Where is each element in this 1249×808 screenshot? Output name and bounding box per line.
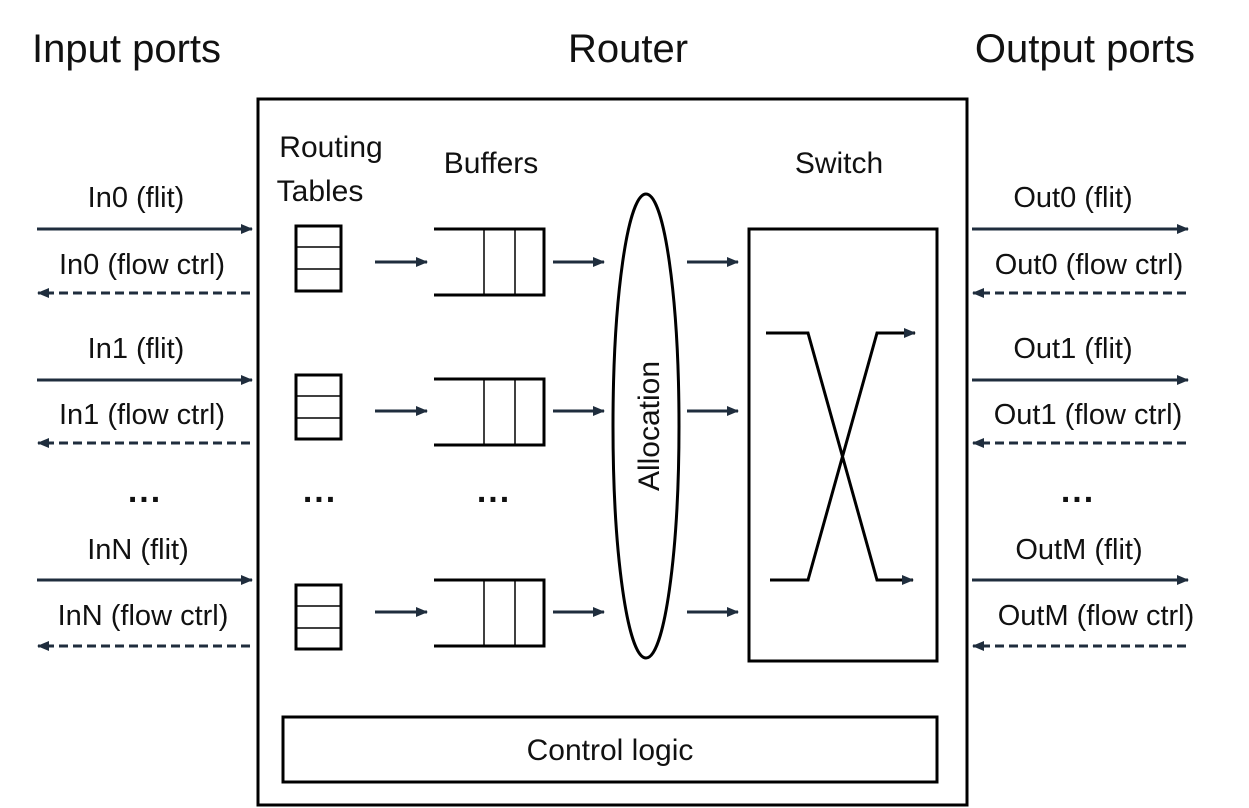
router-box bbox=[256, 97, 969, 807]
switch-label: Switch bbox=[795, 147, 883, 180]
input-n-flit-label: InN (flit) bbox=[87, 534, 189, 566]
allocation-label: Allocation bbox=[633, 361, 666, 491]
input-1-flow-ctrl-label: In1 (flow ctrl) bbox=[59, 399, 225, 431]
buffers-label: Buffers bbox=[444, 147, 539, 180]
output-0-flit-label: Out0 (flit) bbox=[1013, 182, 1132, 214]
output-ports-header: Output ports bbox=[975, 27, 1195, 71]
output-m-flit-label: OutM (flit) bbox=[1015, 534, 1142, 566]
routing-table-1 bbox=[294, 373, 343, 441]
buffer-n bbox=[434, 578, 546, 648]
output-ellipsis: ... bbox=[1061, 472, 1095, 510]
switch-box bbox=[747, 227, 939, 663]
allocation-ellipse bbox=[611, 192, 681, 660]
control-logic-box bbox=[281, 715, 939, 784]
buffer-1 bbox=[434, 377, 546, 447]
routing-table-0 bbox=[294, 224, 343, 293]
routing-table-n bbox=[294, 583, 343, 651]
routing-tables-label-line1: Routing bbox=[279, 131, 382, 164]
output-0-flow-ctrl-label: Out0 (flow ctrl) bbox=[995, 249, 1184, 281]
output-1-flit-label: Out1 (flit) bbox=[1013, 333, 1132, 365]
routing-tables-label-line2: Tables bbox=[277, 175, 364, 208]
switch-crossbar bbox=[766, 328, 916, 585]
input-0-flit-label: In0 (flit) bbox=[88, 182, 185, 214]
control-logic-label: Control logic bbox=[527, 734, 694, 767]
input-ellipsis: ... bbox=[128, 472, 162, 510]
router-header: Router bbox=[568, 27, 688, 71]
input-ports-header: Input ports bbox=[32, 27, 221, 71]
output-m-flow-ctrl-label: OutM (flow ctrl) bbox=[998, 600, 1195, 632]
routing-table-ellipsis: ... bbox=[303, 472, 337, 510]
output-1-flow-ctrl-label: Out1 (flow ctrl) bbox=[994, 399, 1183, 431]
buffer-0 bbox=[434, 227, 546, 297]
input-0-flow-ctrl-label: In0 (flow ctrl) bbox=[59, 249, 225, 281]
input-1-flit-label: In1 (flit) bbox=[88, 333, 185, 365]
buffer-ellipsis: ... bbox=[477, 472, 511, 510]
input-n-flow-ctrl-label: InN (flow ctrl) bbox=[58, 600, 229, 632]
